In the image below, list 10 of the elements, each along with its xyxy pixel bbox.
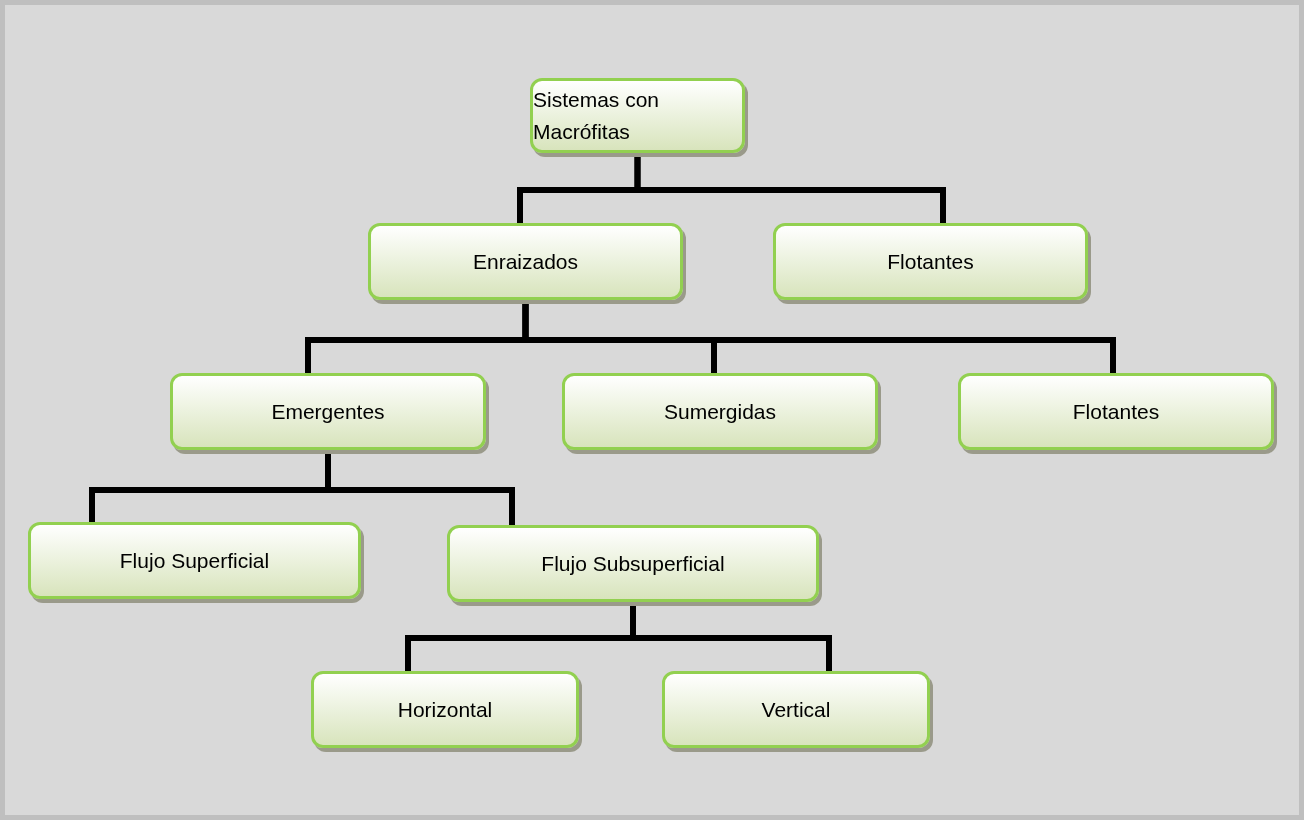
box-label: Sistemas con Macrófitas: [533, 87, 661, 145]
box-label: Emergentes: [271, 398, 385, 425]
box-label: Flujo Subsuperficial: [541, 550, 725, 577]
box-label: Horizontal: [397, 696, 493, 723]
box-label: Sumergidas: [663, 398, 777, 425]
box-label: Vertical: [761, 696, 831, 723]
box-label: Flotantes: [1072, 398, 1160, 425]
box-label: Flujo Superficial: [119, 547, 270, 574]
box-label: Flotantes: [887, 248, 974, 275]
box-label: Enraizados: [472, 248, 579, 275]
